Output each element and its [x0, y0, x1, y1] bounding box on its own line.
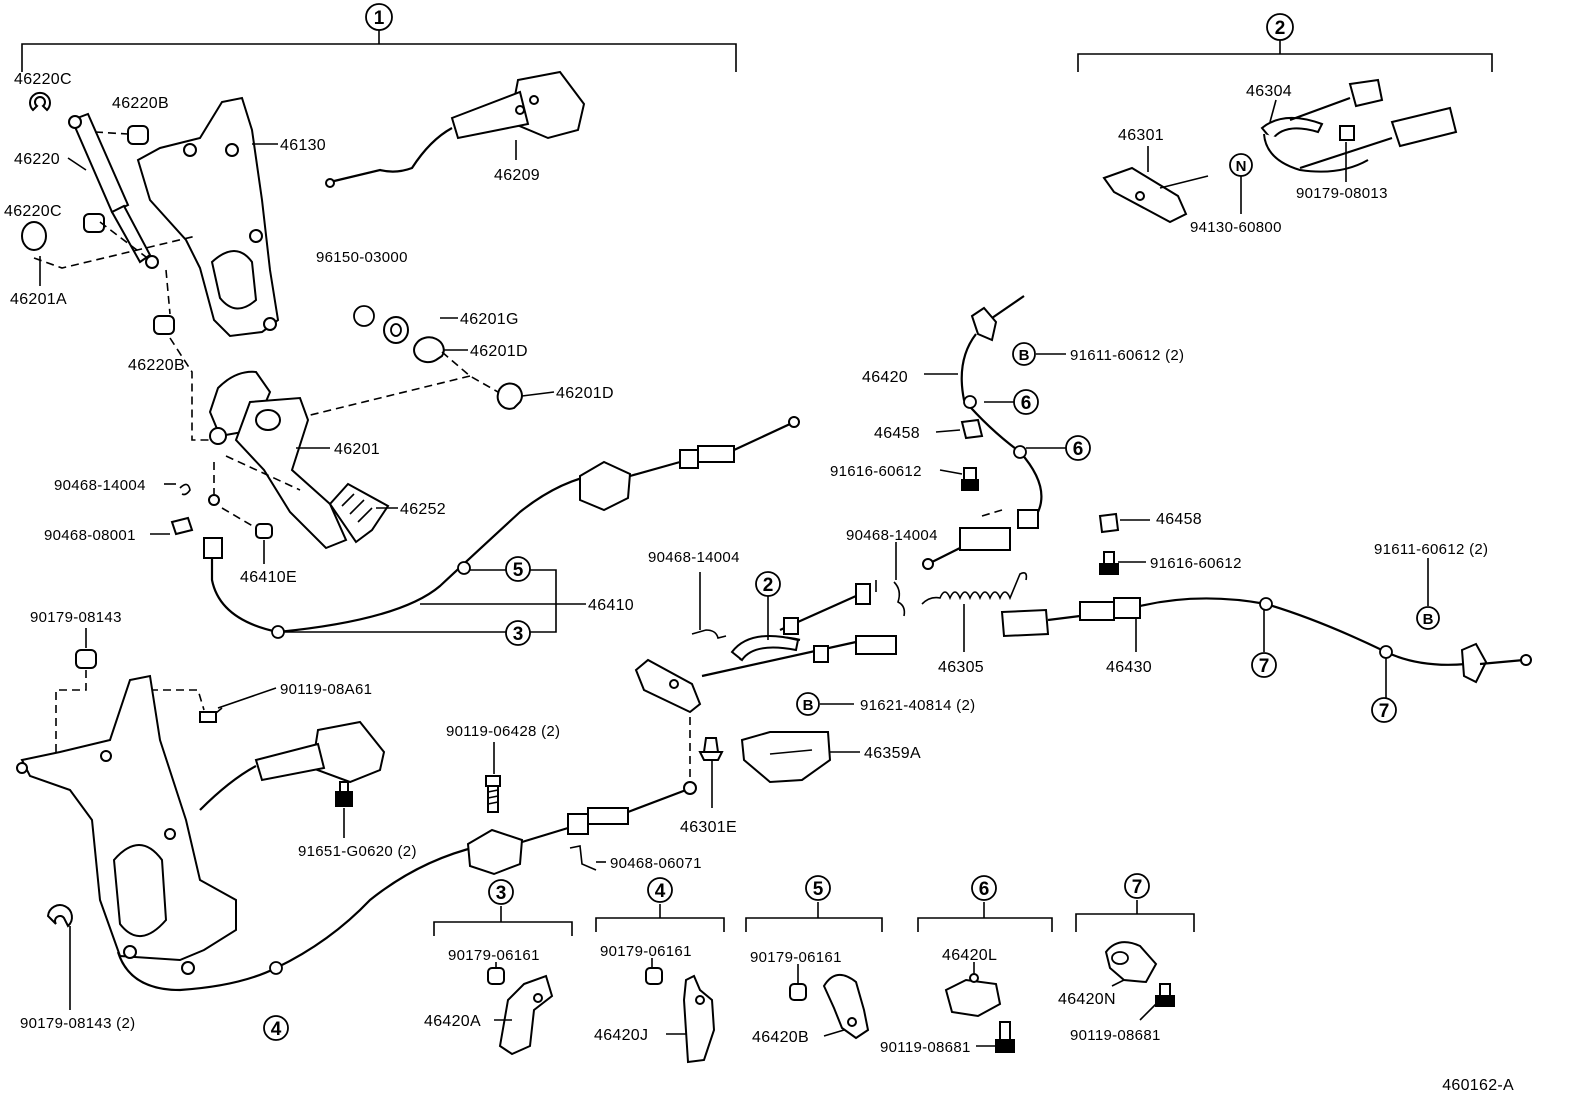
label-90468-14004: 90468-14004: [846, 527, 938, 544]
label-46301E: 46301E: [680, 819, 737, 836]
callout-b: B: [803, 697, 814, 714]
label-46209: 46209: [494, 167, 540, 184]
label-46304: 46304: [1246, 83, 1292, 100]
label-90179-08143: 90179-08143: [30, 609, 122, 626]
label-46410: 46410: [588, 597, 634, 614]
label-90119-08681: 90119-08681: [1070, 1027, 1161, 1044]
label-90468-08001: 90468-08001: [44, 527, 136, 544]
label-46252: 46252: [400, 501, 446, 518]
label-91616-60612: 91616-60612: [1150, 555, 1242, 572]
label-46201D: 46201D: [556, 385, 614, 402]
callout-g2: 2: [763, 575, 774, 596]
label-91611-60612: 91611-60612 (2): [1070, 347, 1184, 364]
leader-lines: [39, 99, 1429, 1047]
label-46458: 46458: [1156, 511, 1202, 528]
label-90179-08013: 90179-08013: [1296, 185, 1388, 202]
cable-46410: [203, 416, 800, 639]
label-90468-14004: 90468-14004: [54, 477, 146, 494]
callout-g6: 6: [979, 879, 990, 900]
label-46220: 46220: [14, 151, 60, 168]
label-46458: 46458: [874, 425, 920, 442]
group-1-number: 1: [374, 8, 385, 29]
label-46201G: 46201G: [460, 311, 519, 328]
callout-g4: 4: [271, 1019, 282, 1040]
pedal-46201: [170, 305, 523, 550]
label-46430: 46430: [1106, 659, 1152, 676]
label-46220B: 46220B: [112, 95, 169, 112]
label-46201A: 46201A: [10, 291, 67, 308]
label-46420A: 46420A: [424, 1013, 481, 1030]
spring-46305: [921, 572, 1028, 652]
label-90119-08681: 90119-08681: [880, 1039, 971, 1056]
label-90468-06071: 90468-06071: [610, 855, 702, 872]
callout-g6: 6: [1073, 439, 1084, 460]
diagram-code: 460162-A: [1442, 1077, 1514, 1094]
label-90119-08A61: 90119-08A61: [280, 681, 372, 698]
subgroup-brackets: [433, 900, 1195, 936]
label-94130-60800: 94130-60800: [1190, 219, 1282, 236]
pedal-bracket-assembly: [20, 91, 280, 441]
callout-g7: 7: [1132, 877, 1143, 898]
label-46301: 46301: [1118, 127, 1164, 144]
label-46420: 46420: [862, 369, 908, 386]
label-90179-08143-2: 90179-08143 (2): [20, 1015, 135, 1032]
label-46420J: 46420J: [594, 1027, 648, 1044]
callout-b: B: [1019, 347, 1030, 364]
group-2-number: 2: [1275, 18, 1286, 39]
release-lever-46209: [325, 70, 586, 188]
label-46420L: 46420L: [942, 947, 997, 964]
label-46359A: 46359A: [864, 745, 921, 762]
cable-46430: [1000, 512, 1532, 684]
label-91621-40814: 91621-40814 (2): [860, 697, 975, 714]
cable-46420: [893, 295, 1043, 617]
lower-pedal-assembly: [16, 649, 386, 975]
label-46220C: 46220C: [4, 203, 62, 220]
label-46201D: 46201D: [470, 343, 528, 360]
cable-lower-front: [116, 704, 724, 992]
label-46420N: 46420N: [1058, 991, 1116, 1008]
part-labels: 46220C 46220B 46130 46220 46220C 46201A …: [4, 71, 1514, 1094]
label-46201: 46201: [334, 441, 380, 458]
equalizer-group-2: N: [1102, 78, 1458, 224]
callout-g5: 5: [813, 879, 824, 900]
callout-circles: 5 3 2 6 6 7 7 4 3 4 5 6 7 B B B: [263, 342, 1440, 1041]
label-96150-03000: 96150-03000: [316, 249, 408, 266]
label-91616-60612: 91616-60612: [830, 463, 922, 480]
label-90179-06161: 90179-06161: [600, 943, 692, 960]
label-46220B: 46220B: [128, 357, 185, 374]
callout-g3: 3: [513, 624, 524, 645]
callout-g6: 6: [1021, 393, 1032, 414]
label-46410E: 46410E: [240, 569, 297, 586]
label-46305: 46305: [938, 659, 984, 676]
callout-g7: 7: [1259, 656, 1270, 677]
callout-g7: 7: [1379, 701, 1390, 722]
equalizer-assembly: [634, 583, 897, 784]
callout-g5: 5: [513, 560, 524, 581]
group-2-bracket: 2: [1077, 13, 1493, 72]
label-91611-60612: 91611-60612 (2): [1374, 541, 1488, 558]
callout-g3: 3: [496, 883, 507, 904]
label-91651-G0620: 91651-G0620 (2): [298, 843, 417, 860]
label-90179-06161: 90179-06161: [448, 947, 540, 964]
callout-g4: 4: [655, 881, 666, 902]
label-90119-06428: 90119-06428 (2): [446, 723, 560, 740]
label-46130: 46130: [280, 137, 326, 154]
group-1-bracket: 1: [21, 3, 737, 72]
label-46420B: 46420B: [752, 1029, 809, 1046]
label-90179-06161: 90179-06161: [750, 949, 842, 966]
label-46220C: 46220C: [14, 71, 72, 88]
label-90468-14004: 90468-14004: [648, 549, 740, 566]
letter-n-marker: N: [1236, 158, 1247, 175]
callout-b: B: [1423, 611, 1434, 628]
